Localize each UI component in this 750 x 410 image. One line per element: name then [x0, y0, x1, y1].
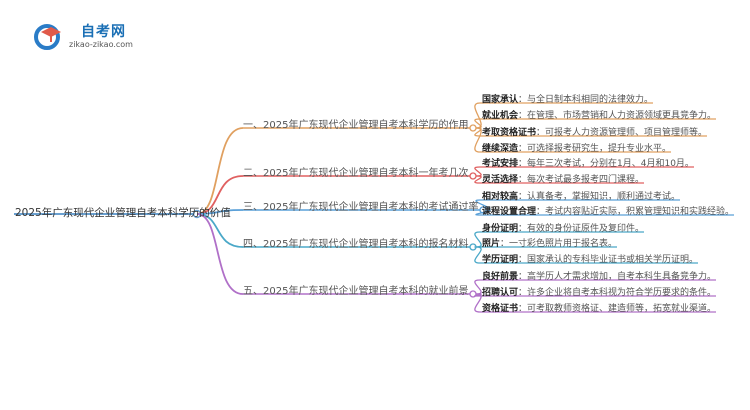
leaf-key: 考取资格证书 — [482, 128, 537, 138]
site-logo[interactable]: 自考网 zikao-zikao.com — [33, 20, 153, 54]
branch-connector — [196, 213, 244, 295]
leaf-desc: ：可选择报考研究生，提升专业水平。 — [518, 144, 672, 154]
leaf-item[interactable]: 身份证明：有效的身份证原件及复印件。 — [482, 221, 644, 234]
leaf-desc: ：每年三次考试，分别在1月、4月和10月。 — [518, 159, 694, 169]
leaf-key: 灵活选择 — [482, 175, 519, 185]
logo-url: zikao-zikao.com — [69, 40, 133, 49]
leaf-key: 良好前景 — [482, 272, 519, 282]
leaf-connector — [474, 127, 482, 153]
leaf-item[interactable]: 考取资格证书：可报考人力资源管理师、项目管理师等。 — [482, 125, 707, 138]
leaf-item[interactable]: 国家承认：与全日制本科相同的法律效力。 — [482, 92, 653, 105]
branch-topic[interactable]: 一、2025年广东现代企业管理自考本科学历的作用 — [243, 120, 469, 131]
leaf-key: 课程设置合理 — [482, 207, 537, 217]
leaf-item[interactable]: 就业机会：在管理、市场营销和人力资源领域更具竞争力。 — [482, 108, 716, 121]
leaf-item[interactable]: 课程设置合理：考试内容贴近实际，积累管理知识和实践经验。 — [482, 204, 734, 217]
branch-topic[interactable]: 五、2025年广东现代企业管理自考本科的就业前景 — [243, 286, 469, 297]
leaf-key: 招聘认可 — [482, 288, 519, 298]
leaf-item[interactable]: 继续深造：可选择报考研究生，提升专业水平。 — [482, 141, 671, 154]
leaf-connector — [474, 293, 482, 313]
leaf-key: 考试安排 — [482, 159, 519, 169]
leaf-connector — [474, 175, 482, 184]
leaf-item[interactable]: 灵活选择：每次考试最多报考四门课程。 — [482, 172, 644, 185]
leaf-key: 身份证明 — [482, 224, 519, 234]
leaf-desc: ：可考取教师资格证、建造师等，拓宽就业渠道。 — [518, 304, 717, 314]
leaf-desc: ：可报考人力资源管理师、项目管理师等。 — [536, 128, 708, 138]
leaf-desc: ：一寸彩色照片用于报名表。 — [500, 239, 618, 249]
leaf-desc: ：在管理、市场营销和人力资源领域更具竞争力。 — [518, 111, 717, 121]
leaf-key: 国家承认 — [482, 95, 519, 105]
leaf-key: 相对较高 — [482, 192, 519, 202]
leaf-desc: ：认真备考，掌握知识，顺利通过考试。 — [518, 192, 681, 202]
leaf-key: 照片 — [482, 239, 501, 249]
leaf-desc: ：有效的身份证原件及复印件。 — [518, 224, 645, 234]
branch-connector — [196, 175, 244, 215]
branch-topic[interactable]: 二、2025年广东现代企业管理自考本科一年考几次 — [243, 168, 469, 179]
branch-node-dot — [469, 172, 477, 180]
leaf-connector — [475, 209, 491, 216]
leaf-item[interactable]: 学历证明：国家承认的专科毕业证书或相关学历证明。 — [482, 252, 698, 265]
leaf-item[interactable]: 招聘认可：许多企业将自考本科视为符合学历要求的条件。 — [482, 285, 716, 298]
branch-topic[interactable]: 三、2025年广东现代企业管理自考本科的考试通过率 — [243, 202, 479, 213]
branch-connector — [196, 213, 244, 248]
leaf-desc: ：每次考试最多报考四门课程。 — [518, 175, 645, 185]
leaf-key: 就业机会 — [482, 111, 519, 121]
leaf-desc: ：高学历人才需求增加，自考本科生具备竞争力。 — [518, 272, 717, 282]
leaf-key: 资格证书 — [482, 304, 519, 314]
branch-topic[interactable]: 四、2025年广东现代企业管理自考本科的报名材料 — [243, 239, 469, 250]
leaf-desc: ：与全日制本科相同的法律效力。 — [518, 95, 654, 105]
leaf-item[interactable]: 良好前景：高学历人才需求增加，自考本科生具备竞争力。 — [482, 269, 716, 282]
leaf-desc: ：考试内容贴近实际，积累管理知识和实践经验。 — [536, 207, 735, 217]
branch-node-dot — [469, 124, 477, 132]
leaf-item[interactable]: 照片：一寸彩色照片用于报名表。 — [482, 236, 617, 249]
leaf-key: 继续深造 — [482, 144, 519, 154]
leaf-key: 学历证明 — [482, 255, 519, 265]
logo-title: 自考网 — [81, 24, 126, 40]
leaf-desc: ：许多企业将自考本科视为符合学历要求的条件。 — [518, 288, 717, 298]
leaf-item[interactable]: 资格证书：可考取教师资格证、建造师等，拓宽就业渠道。 — [482, 301, 716, 314]
root-topic[interactable]: 2025年广东现代企业管理自考本科学历的价值 — [15, 207, 231, 219]
leaf-connector — [474, 246, 482, 264]
graduation-cap-icon — [34, 24, 61, 50]
leaf-item[interactable]: 相对较高：认真备考，掌握知识，顺利通过考试。 — [482, 189, 680, 202]
leaf-desc: ：国家承认的专科毕业证书或相关学历证明。 — [518, 255, 699, 265]
branch-connector — [196, 127, 244, 215]
leaf-item[interactable]: 考试安排：每年三次考试，分别在1月、4月和10月。 — [482, 156, 694, 169]
